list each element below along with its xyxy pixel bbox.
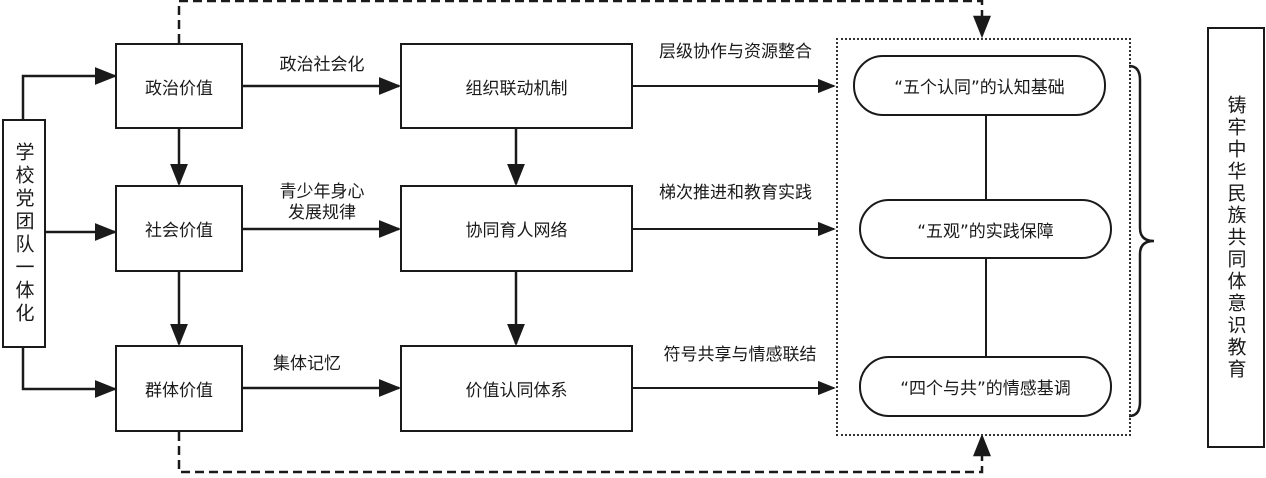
node-label: 政治价值: [145, 78, 213, 99]
brace: [1128, 64, 1155, 418]
node-political-value: 政治价值: [115, 43, 243, 129]
node-label: 价值认同体系: [465, 381, 568, 401]
node-emotional-tone: “四个与共”的情感基调: [859, 356, 1112, 417]
feedback-top-dashed: [177, 0, 991, 43]
edge-label-text: 梯次推进和教育实践: [659, 183, 812, 203]
node-label: 群体价值: [145, 381, 213, 401]
edge-label-identity: 符号共享与情感联结: [645, 345, 835, 366]
node-practice-guarantee: “五观”的实践保障: [859, 199, 1112, 259]
edge-label-org: 层级协作与资源整合: [643, 42, 828, 63]
source-box: 学校党团队一体化: [2, 119, 46, 348]
node-identity-system: 价值认同体系: [400, 345, 633, 432]
edge-label-political: 政治社会化: [252, 55, 392, 76]
source-label: 学校党团队一体化: [12, 141, 35, 326]
node-social-value: 社会价值: [115, 185, 243, 272]
edge-source-to-group: [21, 347, 118, 398]
node-label: 社会价值: [145, 221, 213, 241]
node-label: “四个与共”的情感基调: [900, 379, 1071, 399]
node-label: 协同育人网络: [465, 221, 568, 241]
node-label: 组织联动机制: [465, 78, 568, 99]
node-network: 协同育人网络: [400, 185, 633, 272]
edge-label-group: 集体记忆: [252, 354, 362, 375]
node-label: “五个认同”的认知基础: [894, 78, 1065, 98]
feedback-bottom-dashed: [177, 432, 991, 474]
node-cognitive-basis: “五个认同”的认知基础: [853, 55, 1106, 116]
edge-label-text: 层级协作与资源整合: [659, 42, 812, 62]
edge-label-text: 集体记忆: [273, 354, 341, 374]
node-org-mechanism: 组织联动机制: [400, 43, 633, 129]
outcome-group: [836, 38, 1131, 436]
node-label: “五观”的实践保障: [917, 221, 1054, 242]
goal-box: 铸牢中华民族共同体意识教育: [1207, 27, 1265, 448]
edge-label-text: 符号共享与情感联结: [663, 345, 817, 365]
edge-label-line2: 发展规律: [288, 203, 356, 223]
edge-source-to-political: [21, 67, 118, 120]
goal-label: 铸牢中华民族共同体意识教育: [1224, 94, 1247, 381]
edge-label-social: 青少年身心 发展规律: [252, 182, 392, 224]
node-group-value: 群体价值: [115, 345, 243, 432]
edge-label-line1: 青少年身心: [279, 182, 365, 202]
edge-label-text: 政治社会化: [279, 55, 365, 75]
edge-label-network: 梯次推进和教育实践: [643, 183, 828, 204]
